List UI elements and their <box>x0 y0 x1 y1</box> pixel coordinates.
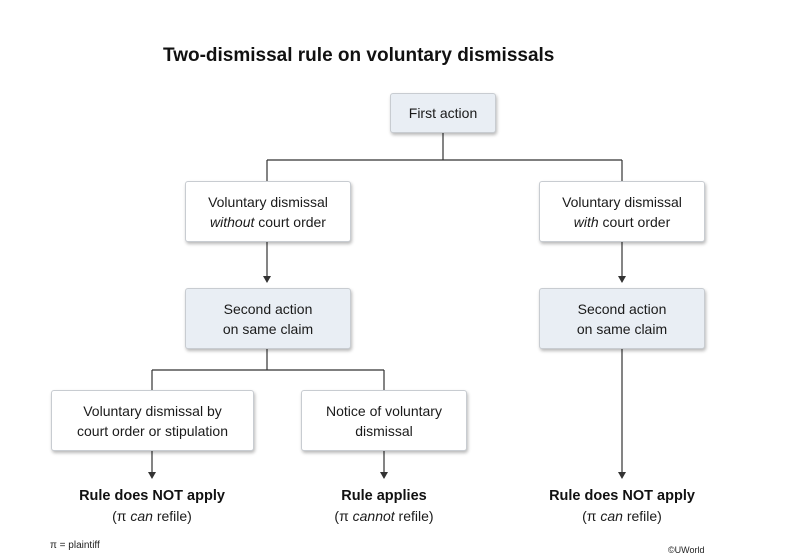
result-middle-heading: Rule applies <box>341 488 427 504</box>
box-line-1: Notice of voluntary <box>326 402 442 419</box>
box-line-1: Voluntary dismissal <box>562 193 682 210</box>
left-second-action-box: Second action on same claim <box>185 288 351 349</box>
plaintiff-footnote: π = plaintiff <box>50 540 100 551</box>
box-line-2-rest: court order <box>598 213 671 230</box>
box-line-2: with court order <box>574 212 671 232</box>
result-left-note: (π can refile) <box>112 508 192 524</box>
result-middle: Rule applies (π cannot refile) <box>294 486 474 526</box>
box-line-2: on same claim <box>576 320 668 337</box>
result-left-heading: Rule does NOT apply <box>79 488 225 504</box>
box-line-2: without court order <box>210 212 326 232</box>
box-line-1: Second action <box>223 300 313 317</box>
court-order-or-stipulation-box: Voluntary dismissal by court order or st… <box>51 390 254 451</box>
first-action-box: First action <box>390 93 496 133</box>
result-right-note: (π can refile) <box>582 508 662 524</box>
result-middle-note: (π cannot refile) <box>334 508 434 524</box>
copyright-notice: ©UWorld <box>668 545 705 555</box>
diagram-title: Two-dismissal rule on voluntary dismissa… <box>163 45 555 66</box>
voluntary-dismissal-with-court-order-box: Voluntary dismissal with court order <box>539 181 705 242</box>
box-line-1: Second action <box>577 300 667 317</box>
box-line-2-rest: court order <box>254 213 326 230</box>
right-second-action-box: Second action on same claim <box>539 288 705 349</box>
box-line-2: dismissal <box>355 422 413 439</box>
voluntary-dismissal-without-court-order-box: Voluntary dismissal without court order <box>185 181 351 242</box>
box-line-1: Voluntary dismissal by <box>83 402 222 419</box>
box-line-2: court order or stipulation <box>77 422 228 439</box>
box-line-1: Voluntary dismissal <box>208 193 328 210</box>
emphasis-with: with <box>573 213 599 230</box>
result-left: Rule does NOT apply (π can refile) <box>47 486 257 526</box>
result-right: Rule does NOT apply (π can refile) <box>517 486 727 526</box>
box-line-2: on same claim <box>222 320 314 337</box>
notice-of-voluntary-dismissal-box: Notice of voluntary dismissal <box>301 390 467 451</box>
emphasis-without: without <box>210 213 255 230</box>
first-action-label: First action <box>408 105 478 121</box>
result-right-heading: Rule does NOT apply <box>549 488 695 504</box>
